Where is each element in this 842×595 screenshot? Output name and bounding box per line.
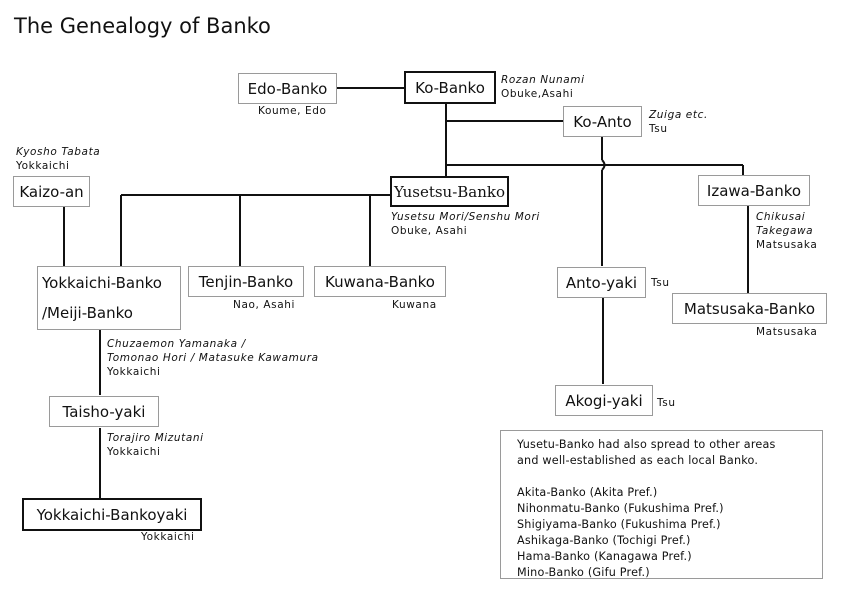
node-kuwana-banko: Kuwana-Banko [314,266,446,297]
annotation-yusetsu-banko: Yusetsu Mori/Senshu Mori Obuke, Asahi [391,210,540,238]
place-text: Obuke, Asahi [391,225,468,237]
node-label: Izawa-Banko [706,181,802,200]
note-list-item: Hama-Banko (Kanagawa Pref.) [517,550,692,563]
node-akogi-yaki: Akogi-yaki [555,385,653,416]
node-label: Anto-yaki [565,273,638,292]
annotation-kuwana-banko: Kuwana [392,298,437,312]
node-label: Kuwana-Banko [325,272,435,291]
node-label: Taisho-yaki [62,402,146,421]
person-text: Torajiro Mizutani [107,432,204,444]
node-label: Yokkaichi-Bankoyaki [36,505,188,524]
place-text: Obuke,Asahi [501,88,574,100]
annotation-ko-banko: Rozan Nunami Obuke,Asahi [501,73,585,101]
place-text: Yokkaichi [107,446,161,458]
node-label: Edo-Banko [247,79,328,98]
person-text: Yusetsu Mori/Senshu Mori [391,211,540,223]
annotation-yokkaichi-meiji-banko: Chuzaemon Yamanaka / Tomonao Hori / Mata… [107,337,319,379]
annotation-izawa-banko: Chikusai Takegawa Matsusaka [756,210,817,252]
note-spacer [517,469,822,485]
person-text: Zuiga etc. [649,109,708,121]
note-box: Yusetu-Banko had also spread to other ar… [500,430,823,579]
note-list-item: Shigiyama-Banko (Fukushima Pref.) [517,518,721,531]
node-taisho-yaki: Taisho-yaki [49,396,159,427]
node-label: Tenjin-Banko [198,272,294,291]
node-yokkaichi-meiji-banko: Yokkaichi-Banko /Meiji-Banko [37,266,181,330]
node-label-line1: Yokkaichi-Banko [42,274,162,292]
place-text: Yokkaichi [141,531,195,543]
note-intro-line: and well-established as each local Banko… [517,454,759,467]
annotation-anto-yaki: Tsu [651,276,670,290]
person-text: Kyosho Tabata [16,146,101,158]
node-label: Ko-Banko [415,78,485,97]
place-text: Koume, Edo [258,105,327,117]
node-ko-banko: Ko-Banko [404,71,496,104]
person-text: Chikusai [756,211,806,223]
annotation-akogi-yaki: Tsu [657,396,676,410]
place-text: Tsu [649,123,668,135]
person-text: Tomonao Hori / Matasuke Kawamura [107,352,319,364]
annotation-tenjin-banko: Nao, Asahi [233,298,295,312]
note-list-item: Ashikaga-Banko (Tochigi Pref.) [517,534,691,547]
person-text: Rozan Nunami [501,74,585,86]
node-tenjin-banko: Tenjin-Banko [188,266,304,297]
note-list-item: Mino-Banko (Gifu Pref.) [517,566,650,579]
place-text: Tsu [651,277,670,289]
place-text: Matsusaka [756,239,818,251]
node-label-line2: /Meiji-Banko [42,304,133,322]
annotation-yokkaichi-bankoyaki: Yokkaichi [141,530,195,544]
place-text: Yokkaichi [16,160,70,172]
place-text: Nao, Asahi [233,299,296,311]
person-text: Takegawa [756,225,814,237]
diagram-title: The Genealogy of Banko [14,14,271,38]
annotation-edo-banko: Koume, Edo [258,104,327,118]
node-edo-banko: Edo-Banko [238,73,337,104]
note-intro-line: Yusetu-Banko had also spread to other ar… [517,438,776,451]
note-list-item: Nihonmatu-Banko (Fukushima Pref.) [517,502,724,515]
node-kaizo-an: Kaizo-an [13,176,90,207]
node-yusetsu-banko: Yusetsu-Banko [390,176,509,207]
node-label: Yusetsu-Banko [393,182,506,201]
annotation-taisho-yaki: Torajiro Mizutani Yokkaichi [107,431,204,459]
node-label: Matsusaka-Banko [683,299,816,318]
node-yokkaichi-bankoyaki: Yokkaichi-Bankoyaki [22,498,202,531]
node-label: Ko-Anto [573,112,632,131]
node-izawa-banko: Izawa-Banko [698,175,810,206]
place-text: Tsu [657,397,676,409]
annotation-matsusaka-banko: Matsusaka [756,325,817,339]
annotation-ko-anto: Zuiga etc. Tsu [649,108,708,136]
note-list-item: Akita-Banko (Akita Pref.) [517,486,658,499]
node-label: Akogi-yaki [565,391,643,410]
person-text: Chuzaemon Yamanaka / [107,338,246,350]
node-label: Kaizo-an [19,182,84,201]
place-text: Kuwana [392,299,437,311]
place-text: Yokkaichi [107,366,161,378]
node-matsusaka-banko: Matsusaka-Banko [672,293,827,324]
node-ko-anto: Ko-Anto [563,106,642,137]
place-text: Matsusaka [756,326,818,338]
node-anto-yaki: Anto-yaki [557,267,646,298]
annotation-kaizo-an: Kyosho Tabata Yokkaichi [16,145,100,173]
